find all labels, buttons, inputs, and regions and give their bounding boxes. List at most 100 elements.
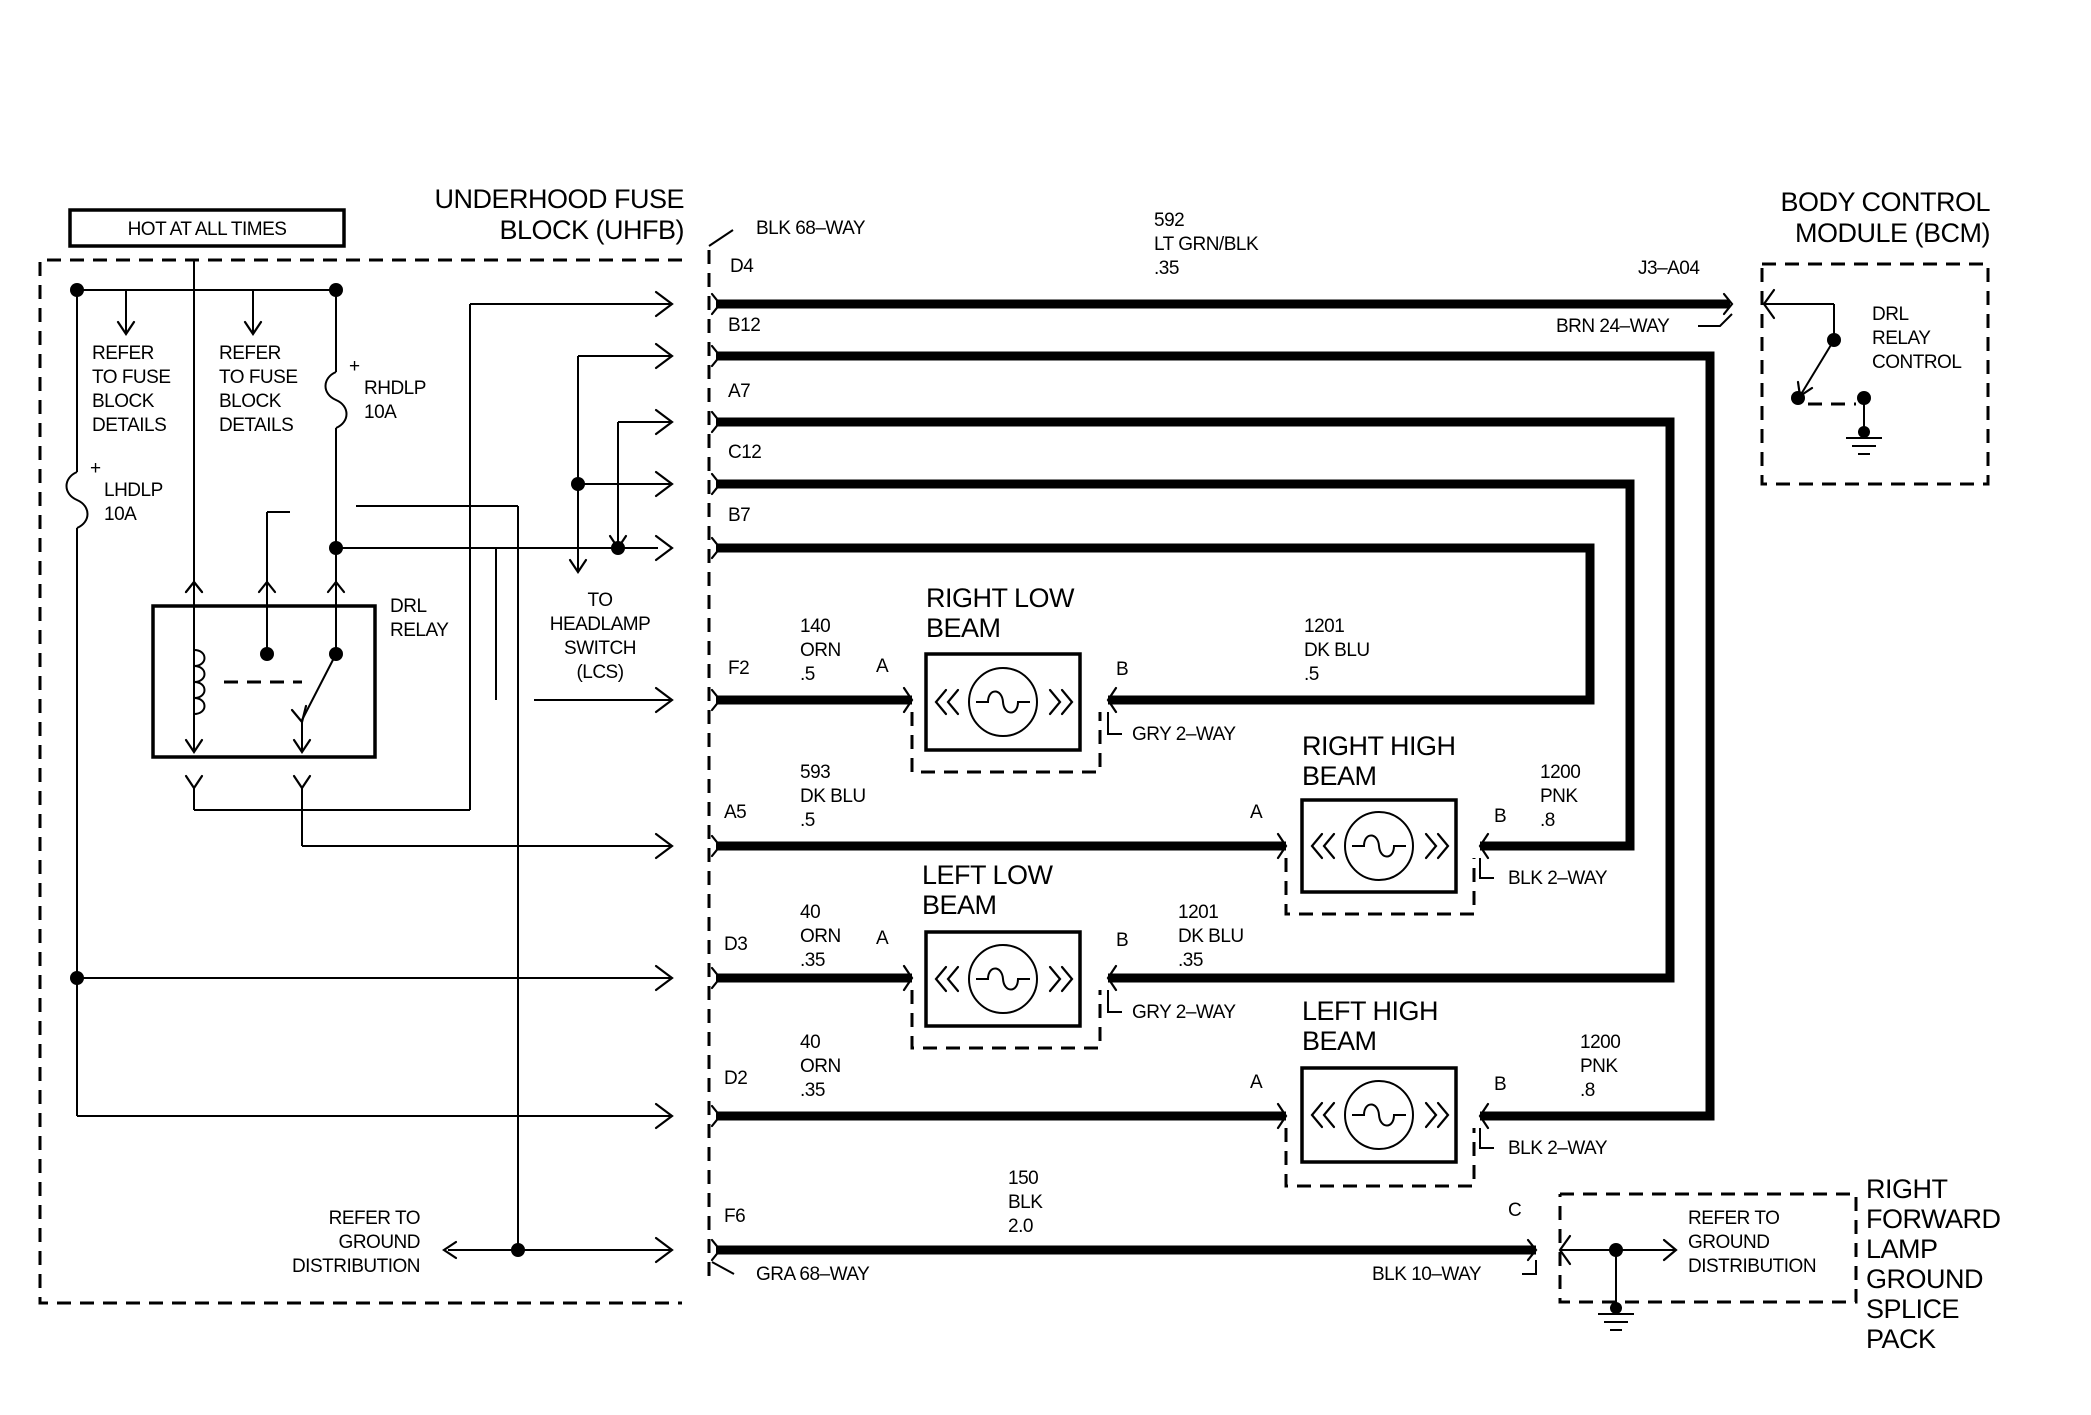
left-low-conn: GRY 2–WAY (1132, 1002, 1236, 1023)
svg-text:RIGHT LOW: RIGHT LOW (926, 583, 1075, 613)
right-low-conn: GRY 2–WAY (1132, 724, 1236, 745)
svg-text:TO FUSE: TO FUSE (92, 367, 171, 388)
svg-text:(LCS): (LCS) (576, 662, 623, 683)
svg-text:DETAILS: DETAILS (92, 415, 166, 436)
pin-f6: F6 (724, 1206, 745, 1227)
rhdlp-fuse-label: RHDLP 10A (364, 378, 426, 423)
wire-1201-left (716, 417, 1675, 983)
svg-text:DK BLU: DK BLU (1178, 926, 1244, 947)
svg-text:REFER: REFER (92, 343, 154, 364)
svg-text:A: A (876, 656, 889, 677)
refer-fuse-text-1: REFER TO FUSE BLOCK DETAILS (92, 343, 171, 436)
pin-d2: D2 (724, 1068, 747, 1089)
hot-at-all-times-label: HOT AT ALL TIMES (128, 219, 287, 240)
svg-text:593: 593 (800, 762, 830, 783)
svg-text:.5: .5 (800, 664, 815, 685)
svg-text:B: B (1494, 806, 1506, 827)
svg-text:MODULE (BCM): MODULE (BCM) (1795, 218, 1990, 248)
wire-1201-right (716, 543, 1595, 705)
svg-text:ORN: ORN (800, 640, 841, 661)
hot-at-all-times-box (68, 208, 346, 248)
svg-text:DISTRIBUTION: DISTRIBUTION (292, 1256, 420, 1277)
pin-c12: C12 (728, 442, 761, 463)
splice-ground-ref-label: REFER TO GROUND DISTRIBUTION (1688, 1208, 1817, 1277)
uhfb-output-arrows (654, 290, 674, 1264)
uhfb-ground-ref-label: REFER TO GROUND DISTRIBUTION (292, 1208, 421, 1277)
splice-pack-title: RIGHT FORWARD LAMP GROUND SPLICE PACK (1866, 1174, 2001, 1354)
svg-text:C: C (1508, 1200, 1521, 1221)
svg-text:LHDLP: LHDLP (104, 480, 163, 501)
pin-d4: D4 (730, 256, 754, 277)
refer-arrow-1 (116, 320, 136, 336)
svg-text:1200: 1200 (1580, 1032, 1620, 1053)
splice-connector-type: BLK 10–WAY (1372, 1264, 1482, 1285)
svg-text:GROUND: GROUND (1688, 1232, 1769, 1253)
svg-text:.35: .35 (1154, 258, 1179, 279)
drl-relay-label: DRL RELAY (390, 596, 450, 641)
svg-text:FORWARD: FORWARD (1866, 1204, 2001, 1234)
pin-a7: A7 (728, 381, 750, 402)
wire-1200-left (716, 351, 1715, 1121)
svg-text:.5: .5 (1304, 664, 1319, 685)
svg-text:BEAM: BEAM (1302, 1026, 1377, 1056)
svg-text:150: 150 (1008, 1168, 1038, 1189)
svg-text:GROUND: GROUND (339, 1232, 420, 1253)
svg-text:140: 140 (800, 616, 830, 637)
drl-relay-box (151, 604, 377, 759)
bcm-connector-type: BRN 24–WAY (1556, 316, 1670, 337)
svg-text:A: A (1250, 802, 1263, 823)
svg-text:RELAY: RELAY (390, 620, 449, 641)
refer-arrow-2 (243, 320, 263, 336)
svg-text:SWITCH: SWITCH (564, 638, 636, 659)
svg-text:B: B (1116, 659, 1128, 680)
svg-text:DETAILS: DETAILS (219, 415, 293, 436)
bulb-icon (968, 667, 1038, 737)
svg-text:BODY CONTROL: BODY CONTROL (1780, 187, 1990, 217)
bcm-connector-pin: J3–A04 (1638, 258, 1700, 279)
svg-text:.35: .35 (800, 950, 825, 971)
right-high-beam: RIGHT HIGH BEAM A B BLK 2–WAY (1250, 731, 1608, 916)
svg-text:LAMP: LAMP (1866, 1234, 1938, 1264)
svg-text:REFER TO: REFER TO (1688, 1208, 1779, 1229)
svg-text:B: B (1116, 930, 1128, 951)
svg-text:+: + (349, 356, 360, 377)
svg-text:BLOCK: BLOCK (219, 391, 282, 412)
underhood-fuse-block: UNDERHOOD FUSE BLOCK (UHFB) HOT AT ALL T… (38, 184, 685, 1305)
bulb-icon (968, 944, 1038, 1014)
body-control-module: BODY CONTROL MODULE (BCM) J3–A04 BRN 24–… (1556, 187, 1991, 486)
svg-text:BEAM: BEAM (1302, 761, 1377, 791)
uhfb-bottom-connector-label: GRA 68–WAY (756, 1264, 870, 1285)
svg-text:BLOCK: BLOCK (92, 391, 155, 412)
headlamp-switch-label: TO HEADLAMP SWITCH (LCS) (550, 590, 651, 683)
rhdlp-fuse-icon (324, 371, 348, 429)
svg-text:A: A (1250, 1072, 1263, 1093)
uhfb-top-connector-label: BLK 68–WAY (756, 218, 866, 239)
svg-text:BLK: BLK (1008, 1192, 1043, 1213)
refer-fuse-text-2: REFER TO FUSE BLOCK DETAILS (219, 343, 298, 436)
relay-coil-icon (193, 649, 206, 715)
svg-text:BEAM: BEAM (926, 613, 1001, 643)
svg-text:LT GRN/BLK: LT GRN/BLK (1154, 234, 1259, 255)
left-high-conn: BLK 2–WAY (1508, 1138, 1608, 1159)
svg-text:.5: .5 (800, 810, 815, 831)
svg-text:TO FUSE: TO FUSE (219, 367, 298, 388)
svg-text:RELAY: RELAY (1872, 328, 1931, 349)
svg-text:TO: TO (587, 590, 612, 611)
svg-text:.8: .8 (1540, 810, 1555, 831)
right-high-conn: BLK 2–WAY (1508, 868, 1608, 889)
right-low-beam: RIGHT LOW BEAM A B GRY 2–WAY (876, 583, 1237, 774)
left-high-beam: LEFT HIGH BEAM A B BLK 2–WAY (1250, 996, 1608, 1188)
svg-text:DK BLU: DK BLU (800, 786, 866, 807)
bulb-icon (1344, 1080, 1414, 1150)
svg-text:RIGHT HIGH: RIGHT HIGH (1302, 731, 1456, 761)
uhfb-title-2: BLOCK (UHFB) (499, 215, 684, 245)
drl-relay-control-label: DRL RELAY CONTROL (1872, 304, 1962, 373)
lhdlp-fuse-label: LHDLP 10A (104, 480, 163, 525)
pin-d3: D3 (724, 934, 747, 955)
lhdlp-fuse-icon (65, 471, 89, 529)
svg-text:.8: .8 (1580, 1080, 1595, 1101)
svg-text:BEAM: BEAM (922, 890, 997, 920)
svg-text:ORN: ORN (800, 1056, 841, 1077)
svg-text:DRL: DRL (390, 596, 427, 617)
